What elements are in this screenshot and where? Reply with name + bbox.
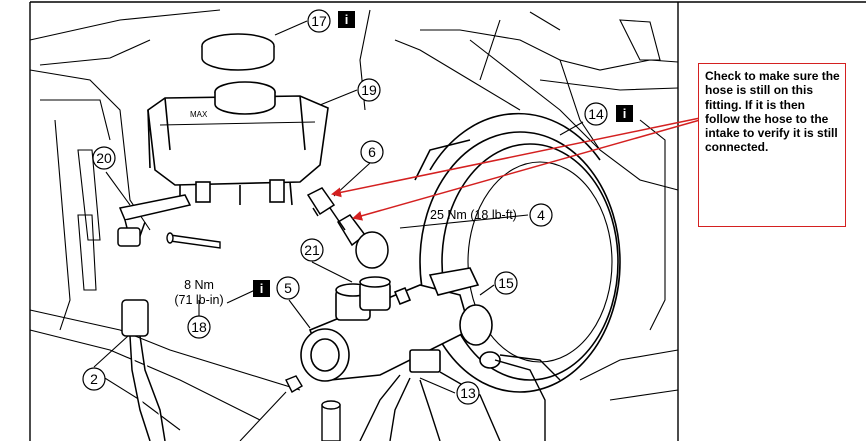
stud-bolt bbox=[166, 232, 221, 249]
callout-6: 6 bbox=[360, 140, 384, 164]
svg-text:4: 4 bbox=[537, 207, 545, 223]
callout-2: 2 bbox=[82, 367, 106, 391]
reservoir-cap bbox=[201, 33, 275, 71]
check-valve-fitting bbox=[329, 207, 389, 269]
info-icon: i bbox=[338, 11, 355, 28]
info-icon: i bbox=[616, 105, 633, 122]
callout-20: 20 bbox=[92, 146, 116, 170]
callout-17: 17 bbox=[307, 9, 331, 33]
callout-19: 19 bbox=[357, 78, 381, 102]
reservoir-max-label: MAX bbox=[190, 110, 208, 119]
callout-13: 13 bbox=[456, 381, 480, 405]
annotation-note-text: Check to make sure the hose is still on … bbox=[705, 69, 840, 155]
illustration-frame bbox=[29, 1, 866, 441]
vehicle-body-structure bbox=[29, 9, 679, 431]
lower-port bbox=[321, 400, 341, 441]
torque-label-lbin: (71 lb-in) bbox=[174, 293, 223, 307]
annotation-note: Check to make sure the hose is still on … bbox=[698, 63, 846, 227]
svg-text:13: 13 bbox=[460, 385, 476, 401]
brake-lines bbox=[359, 354, 561, 441]
harness-connector bbox=[121, 299, 166, 441]
callout-5: 5 bbox=[276, 276, 300, 300]
callout-15: 15 bbox=[494, 271, 518, 295]
svg-text:18: 18 bbox=[191, 319, 207, 335]
annotation-arrow-upper bbox=[331, 117, 701, 198]
svg-text:2: 2 bbox=[90, 371, 98, 387]
fluid-level-connector bbox=[306, 187, 336, 217]
master-cylinder bbox=[300, 267, 501, 382]
callout-4: 4 bbox=[529, 203, 553, 227]
svg-text:6: 6 bbox=[368, 144, 376, 160]
svg-text:15: 15 bbox=[498, 275, 514, 291]
svg-text:19: 19 bbox=[361, 82, 377, 98]
info-icon: i bbox=[253, 280, 270, 297]
svg-text:i: i bbox=[623, 106, 627, 121]
mounting-nut bbox=[285, 375, 303, 393]
svg-text:21: 21 bbox=[304, 242, 320, 258]
svg-text:17: 17 bbox=[311, 13, 327, 29]
callout-18: 18 bbox=[187, 315, 211, 339]
svg-text:20: 20 bbox=[96, 150, 112, 166]
annotation-arrows bbox=[331, 117, 701, 221]
wiring-bracket bbox=[117, 194, 192, 247]
callout-leaders bbox=[93, 20, 584, 441]
svg-text:5: 5 bbox=[284, 280, 292, 296]
fluid-reservoir: MAX bbox=[147, 81, 329, 206]
annotation-arrow-lower bbox=[352, 119, 701, 221]
callout-14: 14 bbox=[584, 102, 608, 126]
svg-text:i: i bbox=[260, 281, 264, 296]
callout-21: 21 bbox=[300, 238, 324, 262]
svg-text:i: i bbox=[345, 12, 349, 27]
torque-label-nm: 8 Nm bbox=[184, 278, 214, 292]
svg-text:14: 14 bbox=[588, 106, 604, 122]
torque-label-booster: 25 Nm (18 lb-ft) bbox=[430, 208, 517, 222]
